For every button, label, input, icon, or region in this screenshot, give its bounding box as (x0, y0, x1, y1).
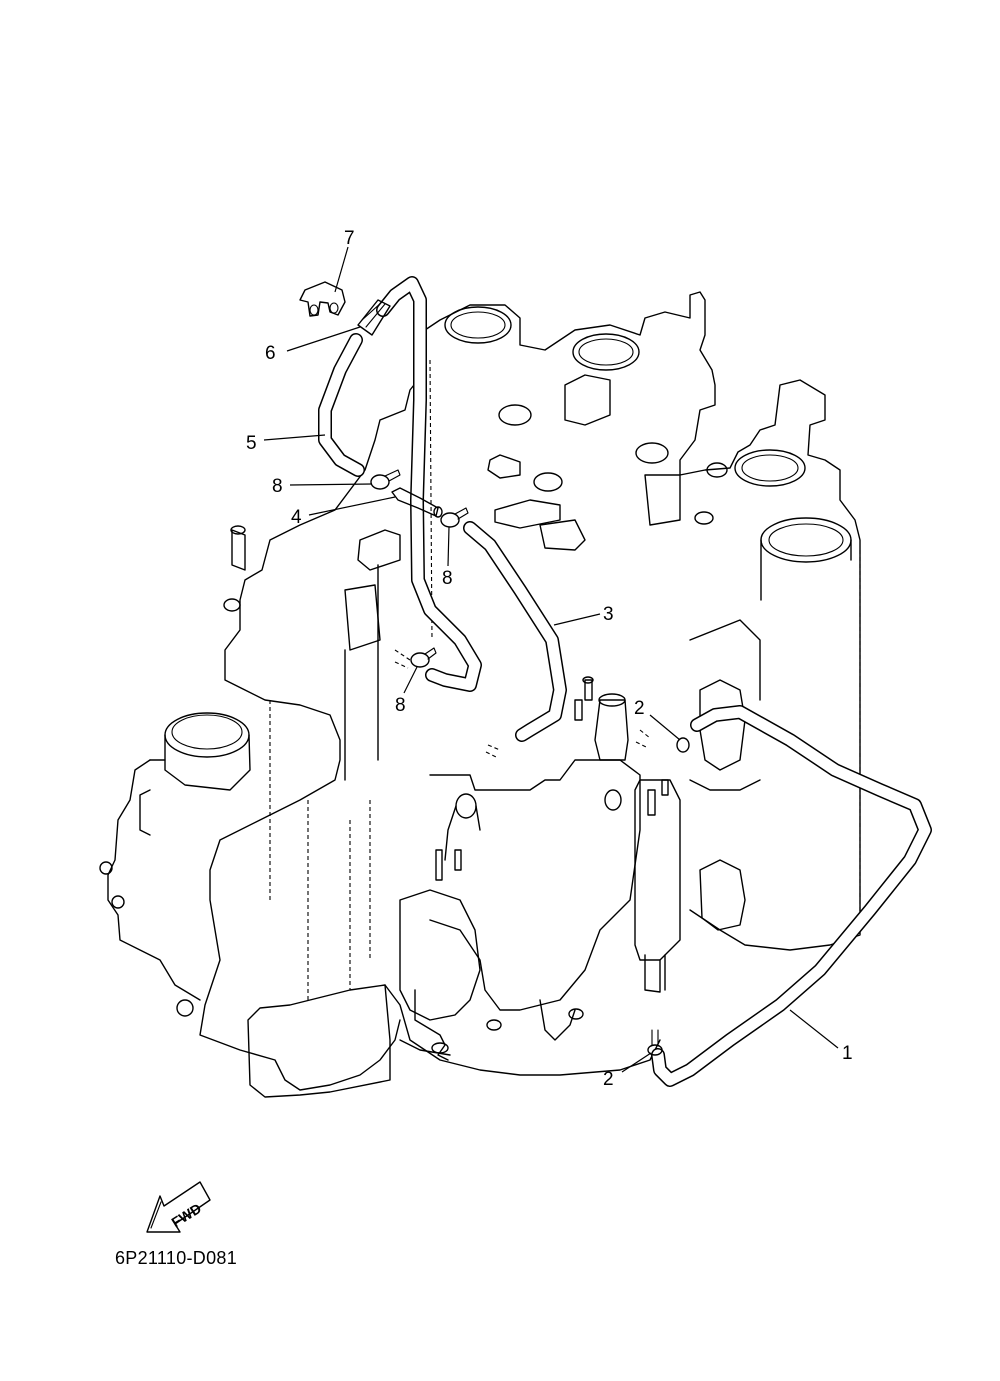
callout-8-upper: 8 (272, 476, 283, 497)
leader-7 (334, 246, 349, 293)
callout-2-lower: 2 (603, 1069, 614, 1090)
hose-long-rear (376, 276, 482, 692)
clamp-8-lower (410, 647, 437, 668)
leader-8c (403, 666, 418, 694)
fwd-arrow-icon: FWD (146, 1181, 211, 1233)
callout-8-lower: 8 (395, 695, 406, 716)
cap-2-upper (676, 737, 690, 753)
fwd-label: FWD (169, 1200, 205, 1230)
leader-2a (649, 714, 681, 741)
protector-6 (357, 299, 391, 336)
leader-4 (308, 496, 396, 516)
leader-8b (447, 526, 450, 567)
joint-4 (391, 487, 443, 518)
callout-4: 4 (291, 507, 302, 528)
hose-1 (651, 705, 932, 1087)
callout-5: 5 (246, 433, 257, 454)
callout-2-upper: 2 (634, 698, 645, 719)
leader-2b (621, 1052, 652, 1073)
cap-2-lower (647, 1029, 663, 1056)
hose-3 (463, 521, 567, 742)
drawing-code: 6P21110-D081 (115, 1248, 237, 1268)
holder-7 (299, 281, 346, 317)
clamp-8-upper (370, 469, 401, 490)
clamp-8-mid (440, 507, 469, 528)
callouts: 7 6 5 8 4 8 3 8 2 1 2 (246, 228, 853, 1090)
leader-6 (286, 326, 361, 352)
callout-7: 7 (344, 228, 355, 249)
leader-1 (789, 1009, 839, 1049)
leader-3 (553, 613, 601, 626)
leader-lines (263, 246, 839, 1073)
callout-8-mid: 8 (442, 568, 453, 589)
leader-8a (289, 483, 373, 486)
leader-5 (263, 434, 326, 441)
engine-block (99, 291, 861, 1098)
callout-6: 6 (265, 343, 276, 364)
hose-5 (318, 333, 365, 477)
callout-3: 3 (603, 604, 614, 625)
callout-1: 1 (842, 1043, 853, 1064)
